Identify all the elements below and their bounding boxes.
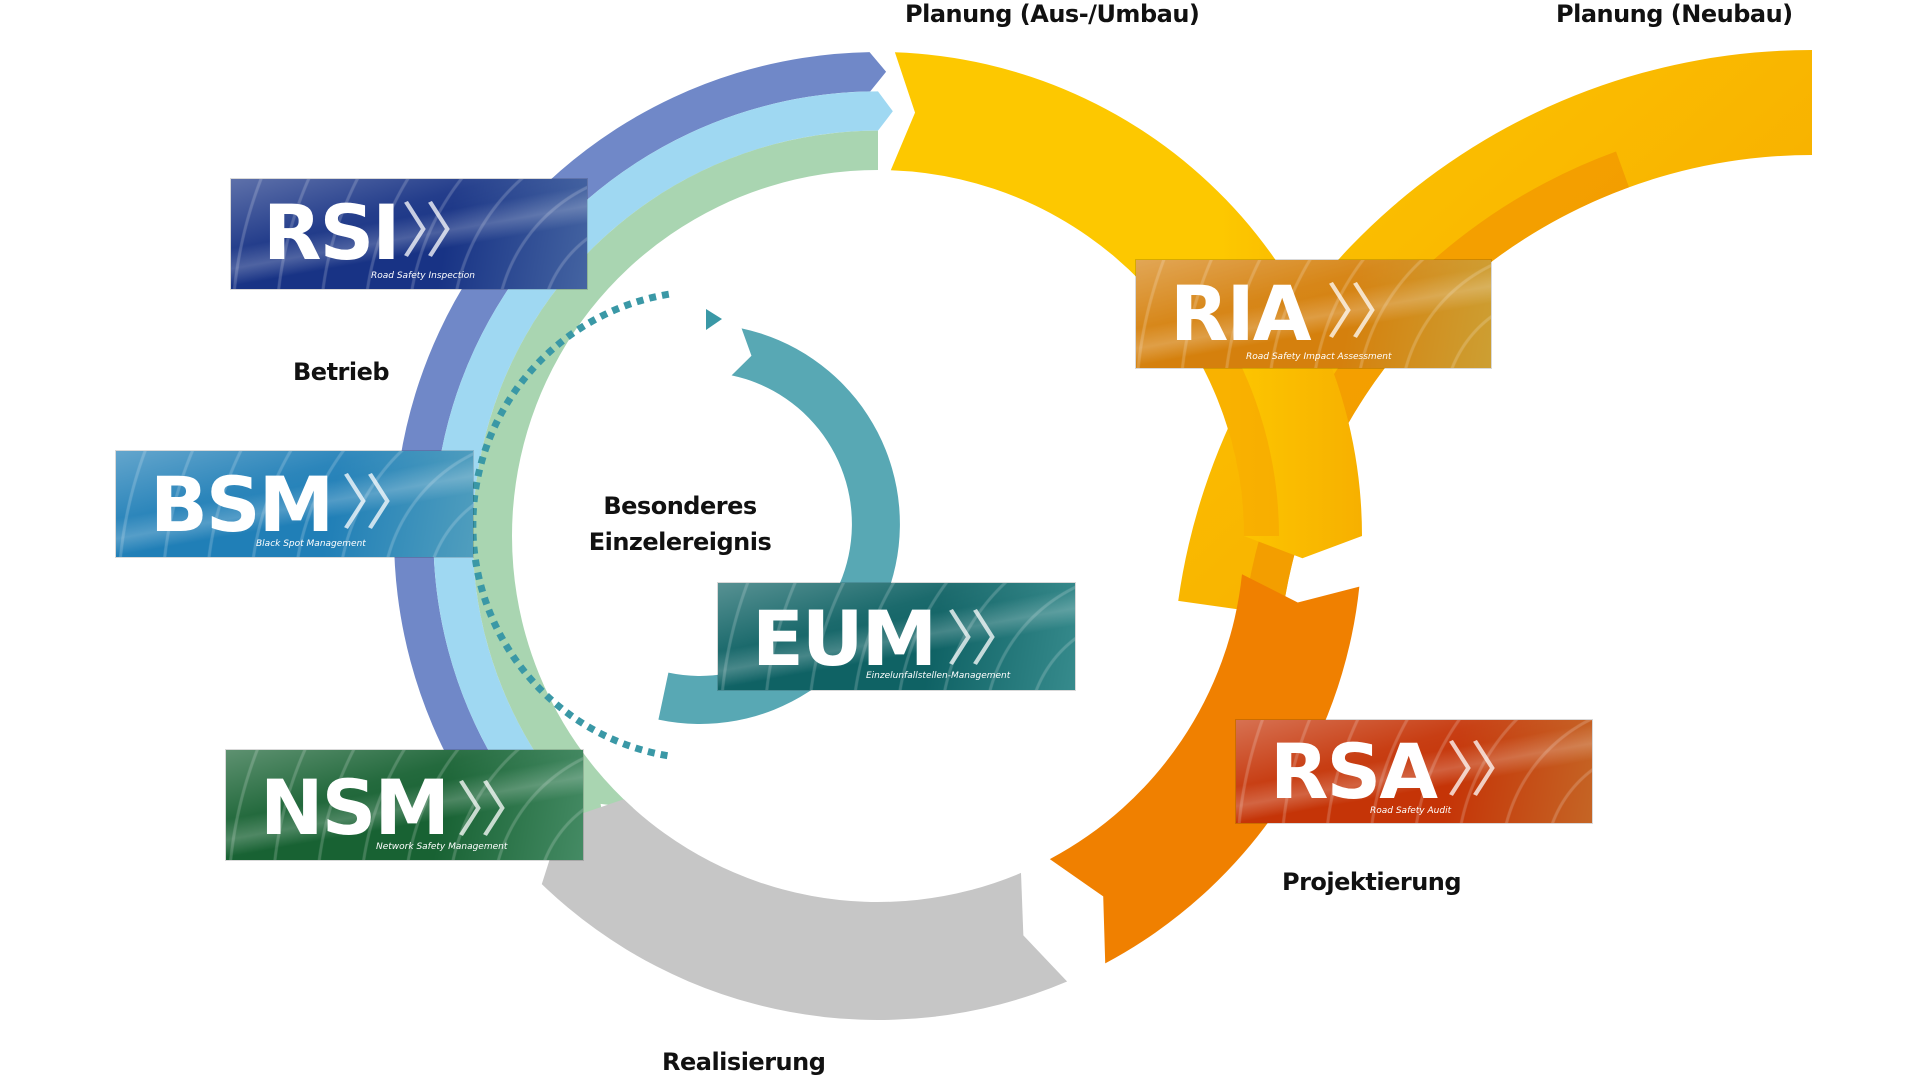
module-abbr: EUM <box>752 594 937 683</box>
module-subtitle: Road Safety Inspection <box>371 271 475 281</box>
ring-segment-operation-green <box>472 130 878 838</box>
module-texture <box>1236 720 1592 823</box>
chevron-right-icon: 〉〉 <box>1326 278 1410 348</box>
module-subtitle: Road Safety Impact Assessment <box>1246 352 1392 362</box>
chevron-right-icon: 〉〉 <box>1446 736 1530 806</box>
module-abbr: RSA <box>1270 727 1438 816</box>
module-abbr: RIA <box>1170 269 1312 358</box>
module-bsm[interactable]: BSM 〉〉 Black Spot Management <box>116 451 473 557</box>
ring-segment-realisation-gray <box>541 799 1068 1020</box>
module-texture <box>231 179 587 289</box>
center-label: Besonderes Einzelereignis <box>560 488 800 560</box>
phase-label-planung-neubau: Planung (Neubau) <box>1556 0 1793 28</box>
module-texture <box>1136 260 1491 368</box>
module-subtitle: Road Safety Audit <box>1370 806 1452 816</box>
module-rsa[interactable]: RSA 〉〉 Road Safety Audit <box>1236 720 1592 823</box>
module-texture <box>718 583 1075 690</box>
chevron-right-icon: 〉〉 <box>401 197 485 267</box>
module-rsi[interactable]: RSI 〉〉 Road Safety Inspection <box>231 179 587 289</box>
planning-newbuild-branch-shade <box>1244 151 1630 616</box>
event-dotted-arrowhead-icon <box>706 309 722 330</box>
ring-segment-planning-yellow-shade <box>1158 278 1279 536</box>
module-subtitle: Network Safety Management <box>376 842 508 852</box>
phase-label-projektierung: Projektierung <box>1282 868 1462 896</box>
center-label-line1: Besonderes <box>603 492 757 520</box>
module-eum[interactable]: EUM 〉〉 Einzelunfallstellen-Management <box>718 583 1075 690</box>
module-nsm[interactable]: NSM 〉〉 Network Safety Management <box>226 750 583 860</box>
phase-label-betrieb: Betrieb <box>293 358 390 386</box>
module-texture <box>226 750 583 860</box>
center-label-line2: Einzelereignis <box>588 528 772 556</box>
phase-label-realisierung: Realisierung <box>662 1048 826 1076</box>
module-abbr: BSM <box>150 460 334 549</box>
module-ria[interactable]: RIA 〉〉 Road Safety Impact Assessment <box>1136 260 1491 368</box>
chevron-right-icon: 〉〉 <box>456 776 540 846</box>
chevron-right-icon: 〉〉 <box>341 469 425 539</box>
phase-label-planung-umbau: Planung (Aus-/Umbau) <box>905 0 1200 28</box>
module-subtitle: Einzelunfallstellen-Management <box>866 671 1011 681</box>
ring-segment-projecting-orange <box>1049 574 1360 964</box>
module-abbr: RSI <box>263 188 401 277</box>
chevron-right-icon: 〉〉 <box>946 605 1030 675</box>
module-abbr: NSM <box>260 763 450 852</box>
module-texture <box>116 451 473 557</box>
module-subtitle: Black Spot Management <box>256 539 366 549</box>
